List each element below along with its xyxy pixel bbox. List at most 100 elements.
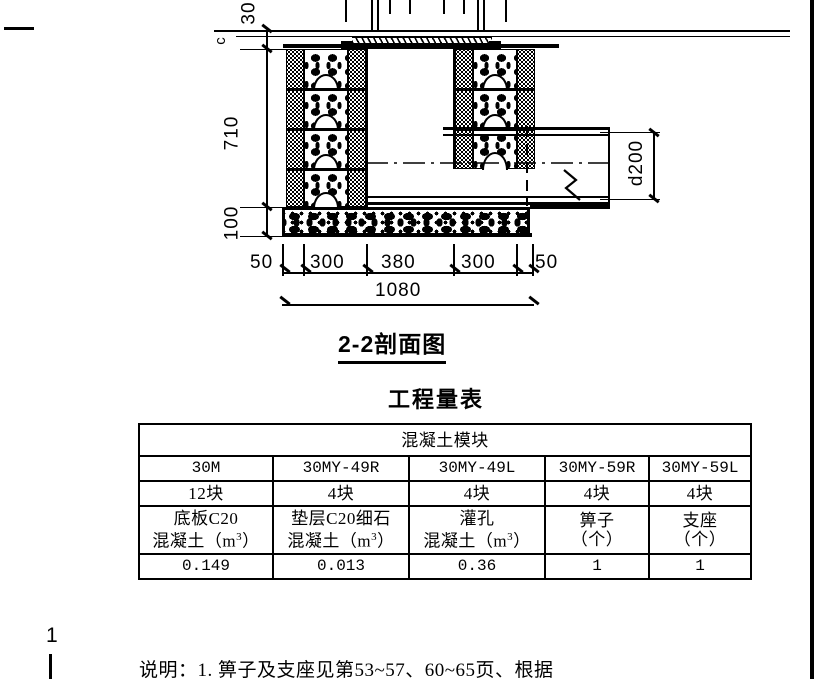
description-line-2: 混凝土（m3）	[423, 531, 531, 551]
right-wall-outer-web	[517, 49, 535, 169]
horizontal-extension-tick	[453, 244, 455, 276]
table-cell-value: 0.36	[408, 552, 546, 580]
dimension-label-cover-thickness: 30	[238, 1, 260, 25]
horizontal-extension-tick	[303, 244, 305, 276]
left-wall-joint	[286, 88, 366, 91]
dimension-label-left-edge: 50	[250, 252, 274, 273]
table-cell-value: 0.013	[272, 552, 410, 580]
table-row: 30M 30MY-49R 30MY-49L 30MY-59R 30MY-59L	[138, 455, 753, 482]
description-line-2: 混凝土（m3）	[287, 531, 395, 551]
pipe-right-end	[608, 127, 610, 205]
table-row: 12块 4块 4块 4块 4块	[138, 480, 753, 507]
description-line-1: 底板C20	[173, 509, 239, 528]
pipe-bottom-inner	[366, 196, 610, 198]
pipe-break-symbol	[563, 169, 581, 201]
dimension-extension-line	[240, 49, 360, 50]
table-cell-model: 30MY-49L	[408, 455, 546, 482]
horizontal-extension-tick	[366, 244, 368, 276]
right-wall-inner-web	[455, 49, 473, 169]
left-wall-joint	[286, 168, 366, 171]
table-cell-value: 1	[647, 552, 753, 580]
pipe-dimension-line	[653, 132, 655, 199]
table-cell-model: 30MY-59L	[647, 455, 753, 482]
pipe-dimension-extension-line	[600, 199, 660, 200]
pipe-dimension-extension-line	[600, 132, 660, 133]
right-wall-joint	[455, 88, 535, 91]
base-slab-shadow	[282, 233, 532, 237]
dimension-label-total-width: 1080	[375, 280, 422, 301]
table-row-description: 底板C20 混凝土（m3） 垫层C20细石 混凝土（m3） 灌孔 混凝土（m3）…	[138, 505, 753, 555]
table-cell-description: 垫层C20细石 混凝土（m3）	[272, 505, 410, 555]
top-dimension-tick	[371, 0, 373, 30]
table-cell-count: 4块	[647, 480, 753, 507]
table-title: 工程量表	[388, 387, 485, 412]
base-slab	[282, 207, 530, 236]
pipe-centerline	[366, 162, 616, 164]
left-wall-joint	[286, 128, 366, 131]
table-cell-model: 30MY-59R	[544, 455, 650, 482]
top-dimension-tick	[477, 0, 479, 30]
wall-cap-left	[283, 44, 345, 48]
overall-dimension-line	[282, 304, 534, 306]
note-text: 说明：1. 箅子及支座见第53~57、60~65页、根据	[139, 660, 554, 681]
top-dimension-tick	[505, 0, 507, 22]
table-header-span: 混凝土模块	[137, 423, 753, 457]
top-dimension-tick	[483, 0, 485, 30]
description-line-1: 垫层C20细石	[291, 509, 391, 528]
description-line-2: （个）	[570, 529, 624, 549]
table-cell-count: 4块	[408, 480, 546, 507]
table-cell-description: 箅子 （个）	[544, 505, 650, 555]
dimension-label-wall-height: 710	[221, 115, 243, 151]
horizontal-extension-tick	[516, 244, 518, 276]
horizontal-dimension-line	[282, 272, 534, 274]
vertical-dimension-line	[266, 30, 268, 236]
page-number-mark: 1	[46, 624, 58, 647]
chamber-left-face	[366, 49, 368, 207]
base-ground-line-right	[530, 205, 610, 209]
top-dimension-tick	[463, 0, 465, 14]
table-row-values: 0.149 0.013 0.36 1 1	[138, 552, 753, 580]
chamber-right-face	[453, 49, 455, 169]
description-line-1: 灌孔	[459, 509, 495, 528]
grate-cover	[352, 36, 492, 45]
table-cell-count: 12块	[138, 480, 274, 507]
page-border-right-rule	[810, 0, 814, 679]
ground-surface-line-lower	[236, 36, 790, 37]
wall-cap-right	[497, 44, 559, 48]
table-cell-value: 0.149	[138, 552, 274, 580]
pipe-section-dashed-line	[526, 126, 528, 206]
cover-slab-plate	[345, 45, 501, 49]
table-cell-count: 4块	[272, 480, 410, 507]
cover-seat-right	[489, 41, 501, 50]
description-line-2: （个）	[673, 529, 727, 549]
page-border-left-mark	[4, 27, 34, 30]
table-cell-description: 支座 （个）	[647, 505, 753, 555]
top-dimension-tick	[345, 0, 347, 22]
top-dimension-tick	[443, 0, 445, 14]
table-cell-model: 30M	[138, 455, 274, 482]
cover-seat-left	[341, 41, 353, 50]
dimension-label-right-wall: 300	[461, 252, 496, 273]
page-margin-tick	[49, 654, 52, 679]
drawing-title: 2-2剖面图	[338, 325, 447, 364]
table-row-header: 混凝土模块	[137, 423, 753, 457]
top-dimension-tick	[409, 0, 411, 14]
right-block-course-3	[473, 129, 517, 169]
table-cell-model: 30MY-49R	[272, 455, 410, 482]
description-line-1: 支座	[682, 510, 718, 530]
table-cell-description: 底板C20 混凝土（m3）	[138, 505, 274, 555]
description-line-1: 箅子	[579, 510, 615, 530]
quantity-table: 混凝土模块 30M 30MY-49R 30MY-49L 30MY-59R 30M…	[137, 423, 753, 580]
dimension-label-base-thickness: 100	[221, 205, 243, 241]
description-line-2: 混凝土（m3）	[152, 531, 260, 551]
table-cell-value: 1	[544, 552, 650, 580]
dimension-label-chamber-width: 380	[381, 252, 416, 273]
pipe-bottom-wall	[366, 202, 610, 205]
section-drawing: 30 c 710 100 d200 50 300 380 300 50 1080	[0, 0, 790, 320]
top-dimension-tick	[389, 0, 391, 14]
dimension-label-left-wall: 300	[310, 252, 345, 273]
dimension-extension-line	[240, 30, 360, 31]
table-cell-count: 4块	[544, 480, 650, 507]
table-cell-description: 灌孔 混凝土（m3）	[408, 505, 546, 555]
horizontal-extension-tick	[282, 244, 284, 276]
